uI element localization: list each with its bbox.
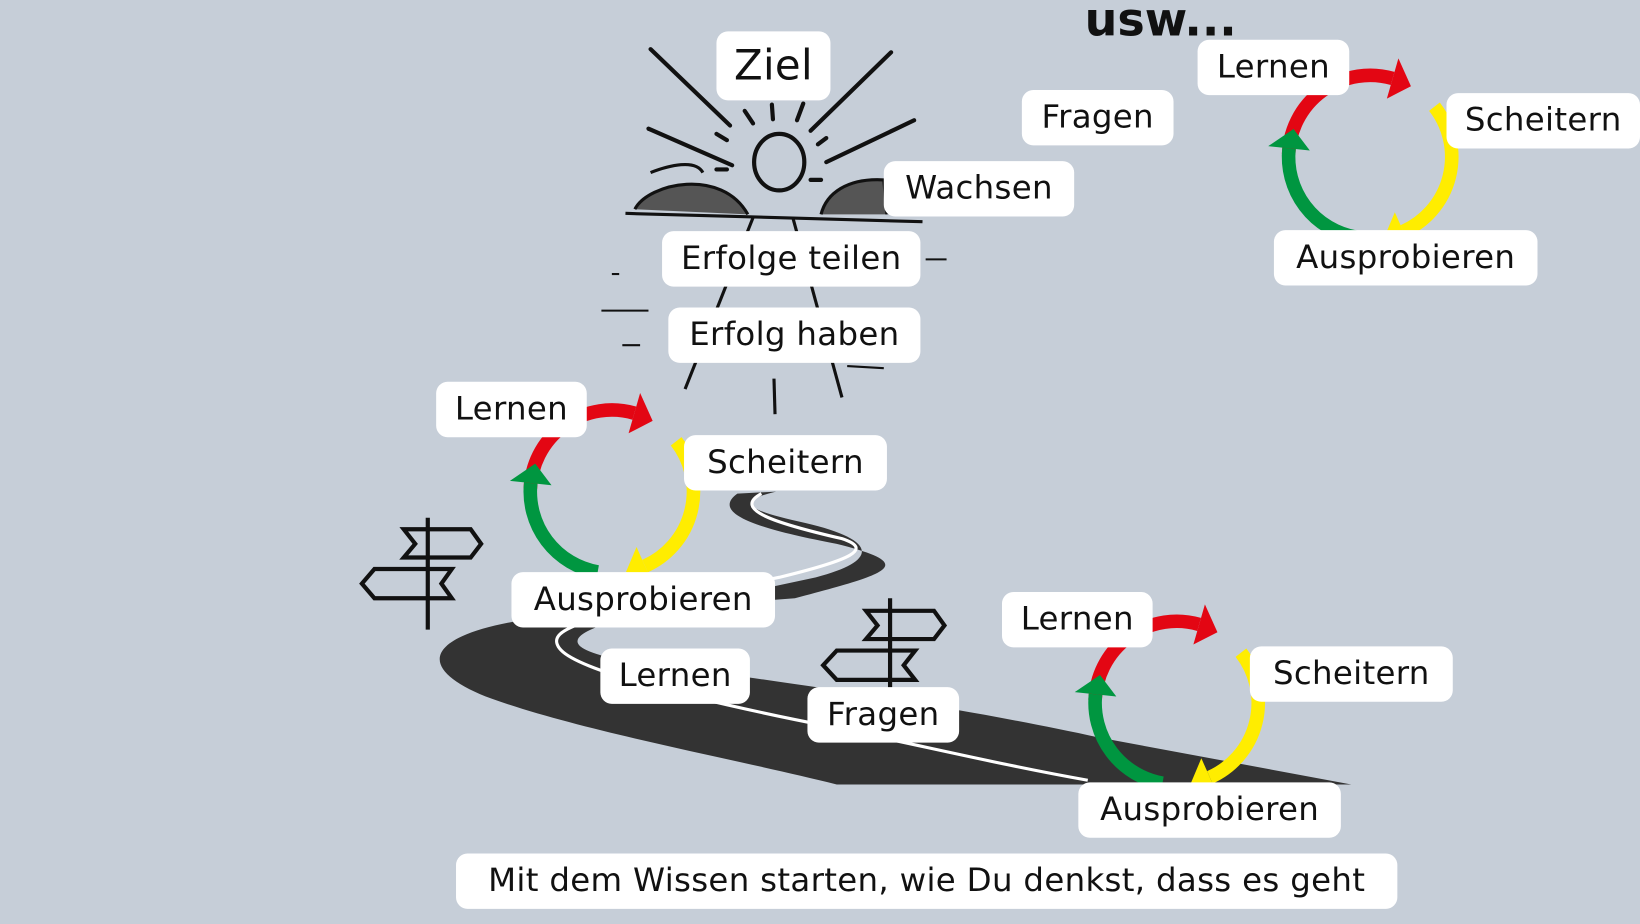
- road-learn-label: Lernen: [600, 648, 750, 704]
- green-cycle-arrow-icon: [1074, 674, 1164, 790]
- cycle-try-label: Ausprobieren: [1078, 782, 1341, 838]
- road-ask-label: Fragen: [807, 687, 960, 743]
- yellow-cycle-arrow-icon: [1384, 102, 1459, 251]
- cycle-fail-label: Scheitern: [1249, 646, 1453, 702]
- signpost-icon: [359, 517, 484, 630]
- have-success-label: Erfolg haben: [668, 307, 921, 363]
- signpost-icon: [820, 598, 948, 691]
- cycle-learn-label: Lernen: [1001, 591, 1153, 648]
- ask-label: Fragen: [1021, 89, 1174, 146]
- goal-label: Ziel: [716, 31, 831, 101]
- cycle-try-label: Ausprobieren: [511, 572, 776, 628]
- share-success-label: Erfolge teilen: [662, 231, 921, 287]
- grow-label: Wachsen: [883, 161, 1075, 217]
- sun-icon: [646, 47, 917, 193]
- cycle-learn-label: Lernen: [1197, 39, 1350, 96]
- green-cycle-arrow-icon: [509, 463, 600, 579]
- green-cycle-arrow-icon: [1268, 128, 1358, 244]
- more-heading: usw...: [1084, 0, 1237, 48]
- cycle-fail-label: Scheitern: [684, 435, 887, 491]
- cycle-try-label: Ausprobieren: [1273, 230, 1538, 286]
- cycle-learn-label: Lernen: [436, 381, 587, 438]
- cycle-fail-label: Scheitern: [1446, 93, 1640, 149]
- start-label: Mit dem Wissen starten, wie Du denkst, d…: [456, 853, 1398, 909]
